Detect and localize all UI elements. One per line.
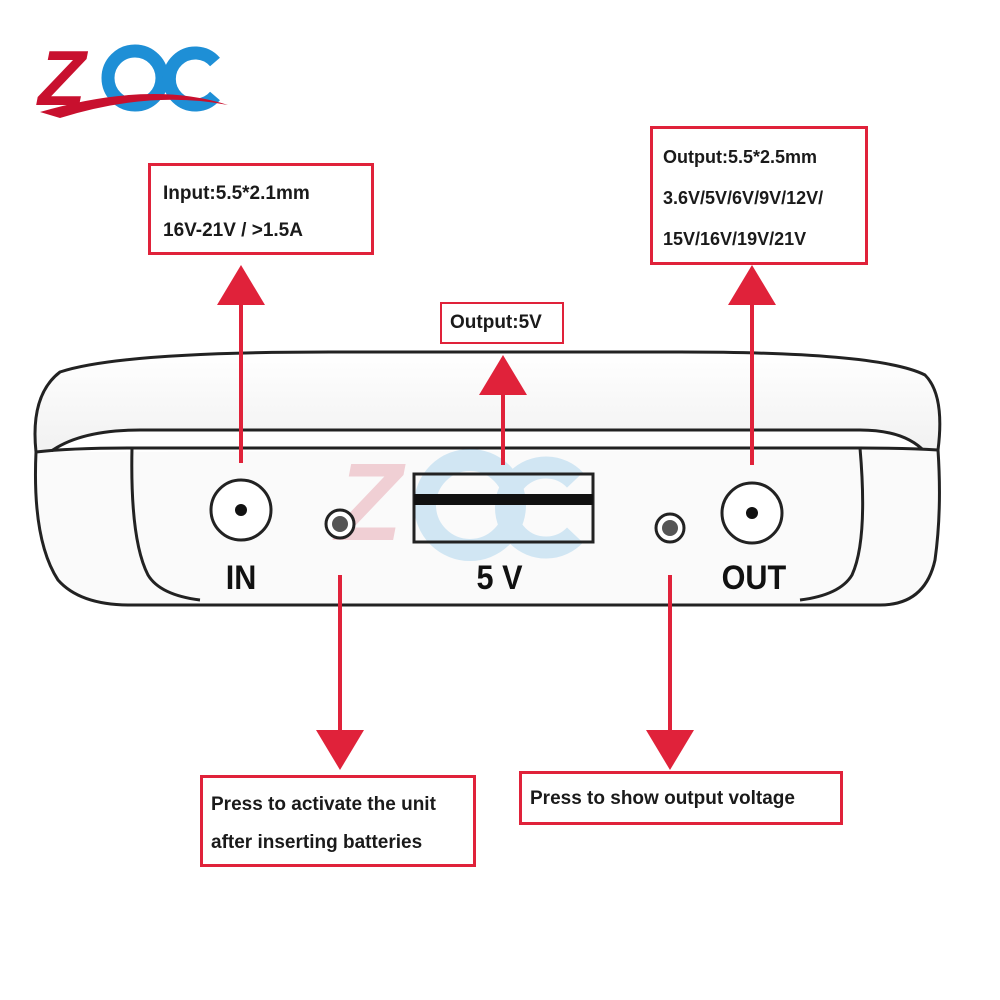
activate-callout: Press to activate the unit after inserti… xyxy=(200,775,476,867)
out-port-label: OUT xyxy=(721,559,787,597)
activate-callout-line2: after inserting batteries xyxy=(211,832,423,853)
output-callout: Output:5.5*2.5mm 3.6V/5V/6V/9V/12V/ 15V/… xyxy=(650,126,868,265)
in-port xyxy=(209,478,273,542)
voltage-callout-line1: Press to show output voltage xyxy=(530,788,795,809)
activate-button[interactable] xyxy=(324,508,356,540)
usb-port-label: 5 V xyxy=(476,559,523,597)
usb-output-callout: Output:5V xyxy=(440,302,564,344)
out-port xyxy=(720,481,784,545)
usb-output-callout-line1: Output:5V xyxy=(450,312,542,333)
usb-port xyxy=(412,472,595,544)
output-callout-line1: Output:5.5*2.5mm xyxy=(663,147,818,167)
voltage-button[interactable] xyxy=(654,512,686,544)
activate-callout-line1: Press to activate the unit xyxy=(211,794,436,815)
input-callout-line1: Input:5.5*2.1mm xyxy=(163,183,310,204)
input-callout: Input:5.5*2.1mm 16V-21V / >1.5A xyxy=(148,163,374,255)
output-callout-line2: 3.6V/5V/6V/9V/12V/ xyxy=(663,188,824,208)
in-port-label: IN xyxy=(225,559,257,597)
svg-text:Z: Z xyxy=(332,441,406,564)
brand-logo: Z xyxy=(36,34,228,122)
input-callout-line2: 16V-21V / >1.5A xyxy=(163,220,303,241)
output-callout-line3: 15V/16V/19V/21V xyxy=(663,229,807,249)
voltage-callout: Press to show output voltage xyxy=(519,771,843,825)
